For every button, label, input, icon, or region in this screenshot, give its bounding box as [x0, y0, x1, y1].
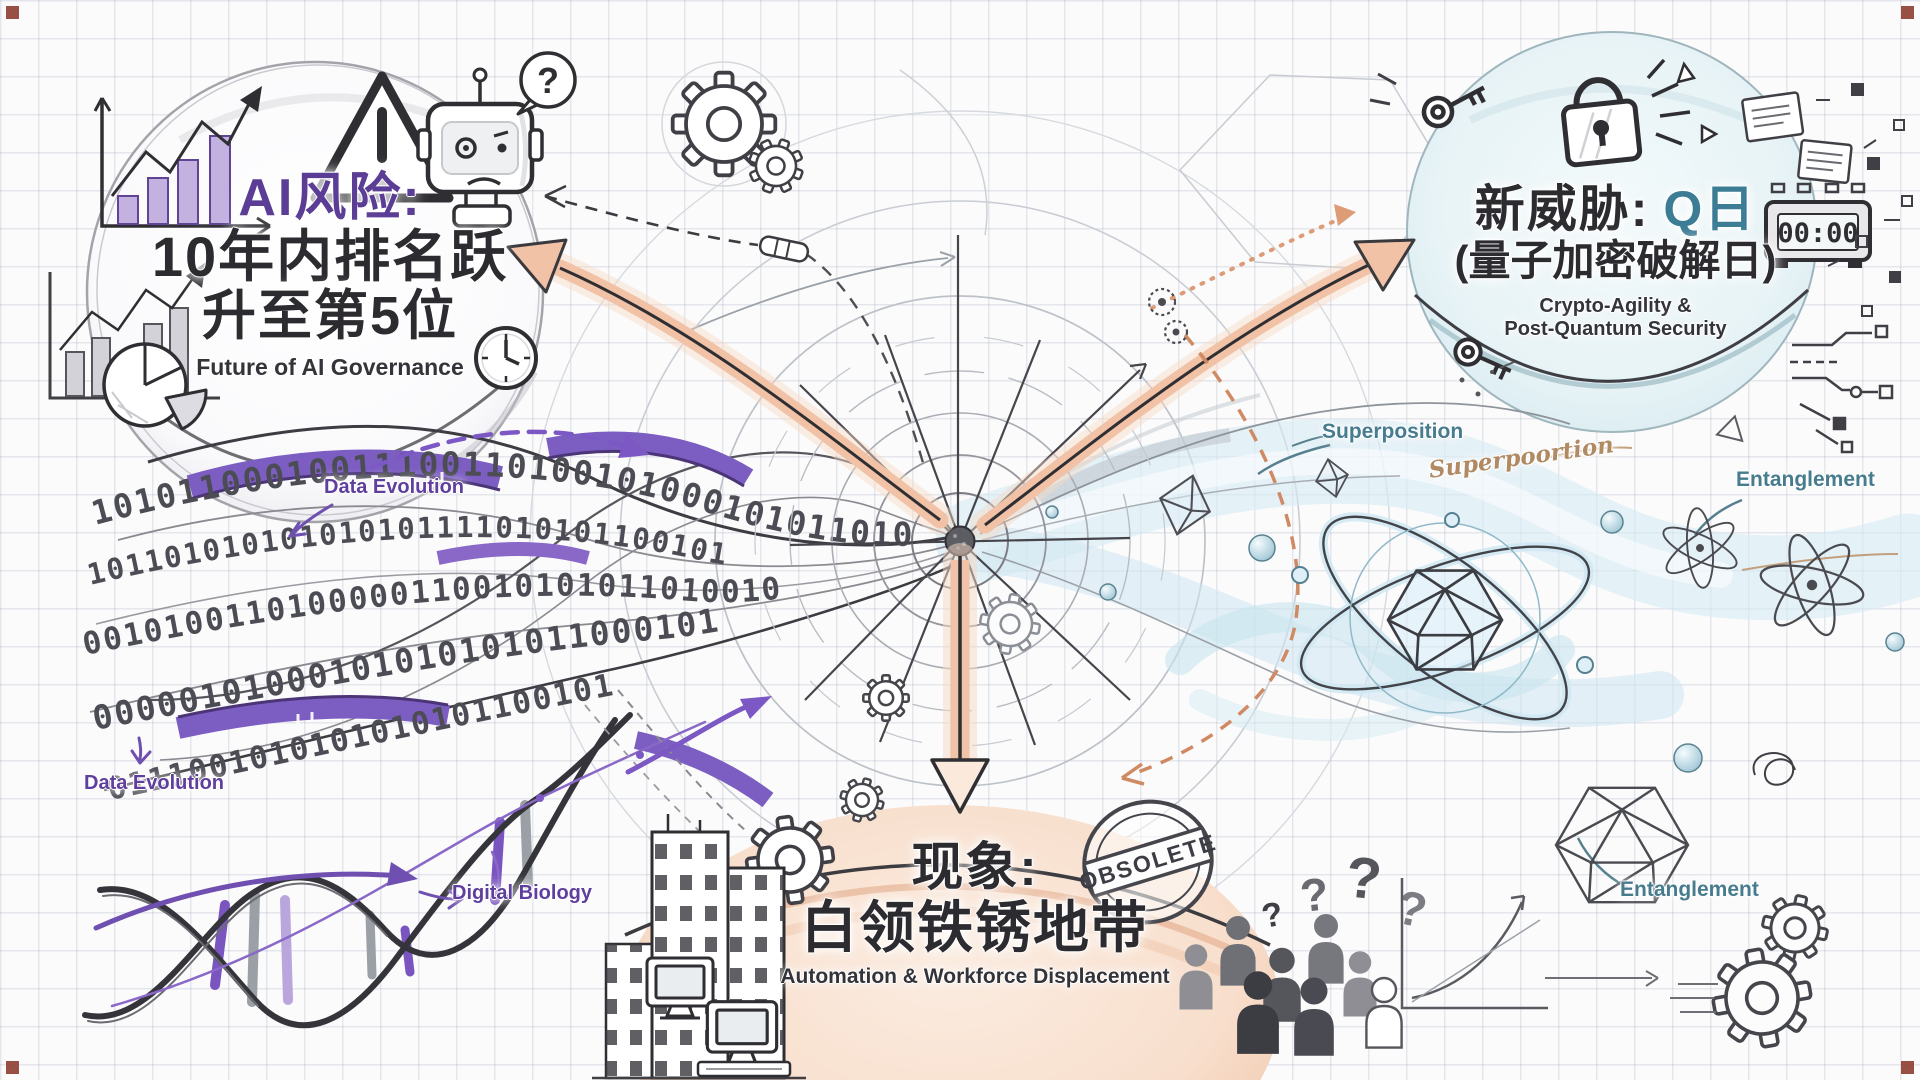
arrow-to-rustbelt-bubble: [930, 543, 990, 814]
q-day-title: 新威胁: Q日: [1428, 182, 1803, 237]
pie-chart-icon: [102, 342, 208, 431]
clock-display: 00:00: [1777, 218, 1858, 249]
corner-mark: [6, 6, 19, 19]
gear-icon-bottom-right: [1545, 888, 1835, 1057]
label-data-evolution-left: Data Evolution: [84, 772, 225, 794]
rust-belt-line1: 白领铁锈地带: [801, 896, 1149, 960]
ai-risk-title: AI风险:: [238, 169, 422, 227]
ai-risk-line2: 升至第5位: [201, 285, 459, 346]
padlock-icon: [1561, 77, 1643, 168]
corner-mark: [1901, 1061, 1914, 1074]
rust-belt-title: 现象:: [911, 839, 1039, 897]
ai-risk-subtitle: Future of AI Governance: [196, 354, 464, 381]
question-bubble-icon: ?: [516, 51, 577, 116]
rust-belt-subtitle: Automation & Workforce Displacement: [780, 964, 1170, 988]
arrow-to-qday-bubble: [970, 238, 1416, 540]
corner-mark: [6, 1061, 19, 1074]
label-entanglement-bottom: Entanglement: [1620, 878, 1759, 901]
ai-risk-text-block: AI风险: 10年内排名跃 升至第5位 Future of AI Governa…: [120, 169, 540, 381]
circuit-icon: [1790, 324, 1894, 454]
purple-arrows: [93, 429, 772, 931]
robot-question-mark: ?: [537, 60, 559, 101]
tangle-scribble-icon: [1752, 752, 1796, 786]
q-day-text-block: 新威胁: Q日 (量子加密破解日) Crypto-Agility & Post-…: [1428, 182, 1803, 341]
bar-chart-icon: [93, 86, 271, 237]
q-day-subtitle1: Crypto-Agility &: [1539, 295, 1692, 318]
question-mark: ?: [1259, 895, 1286, 936]
label-superposition: Superposition: [1322, 420, 1464, 443]
label-entanglement-top: Entanglement: [1736, 468, 1875, 491]
atom-icon-small: [1662, 507, 1865, 637]
key-icon: [1369, 72, 1516, 397]
monitor-icon: [645, 956, 792, 1078]
label-digital-biology: Digital Biology: [452, 882, 592, 904]
robot-icon: [416, 67, 544, 228]
digital-clock-icon: 00:00: [1764, 182, 1872, 268]
question-mark: ?: [1298, 867, 1331, 922]
q-day-title-dark: 新威胁:: [1474, 181, 1650, 237]
ai-risk-line1: 10年内排名跃: [151, 225, 509, 289]
binary-bits-decoration: [1816, 83, 1913, 317]
arrow-to-ai-bubble: [506, 238, 955, 535]
crowd-question-marks: ? ? ? ?: [1259, 844, 1432, 939]
dna-helix: [82, 712, 707, 1029]
document-icon: [1741, 91, 1853, 184]
question-mark: ?: [1343, 844, 1385, 912]
atom-icon: [1291, 512, 1594, 724]
crack-burst-lines: [1646, 58, 1719, 146]
triangle-shard-icon: [1715, 414, 1744, 443]
q-day-title-accent: Q日: [1663, 181, 1757, 237]
q-day-subtitle2: Post-Quantum Security: [1504, 318, 1727, 341]
teal-leaders: [1257, 435, 1899, 890]
question-mark: ?: [1392, 881, 1432, 939]
obsolete-stamp: OBSOLETE: [1076, 799, 1220, 925]
label-data-evolution-top: Data Evolution: [324, 476, 465, 498]
q-day-line2: (量子加密破解日): [1454, 237, 1777, 284]
quantum-spheres: [1045, 505, 1905, 773]
rust-belt-text-block: 现象: 白领铁锈地带 Automation & Workforce Displa…: [730, 839, 1220, 989]
capsule-icon: [758, 235, 810, 263]
axes-sketch-icon: [1400, 878, 1548, 1010]
warning-triangle-icon: [310, 71, 454, 203]
corner-mark: [1901, 6, 1914, 19]
clock-icon: [474, 326, 538, 390]
gear-icon: [670, 70, 812, 202]
